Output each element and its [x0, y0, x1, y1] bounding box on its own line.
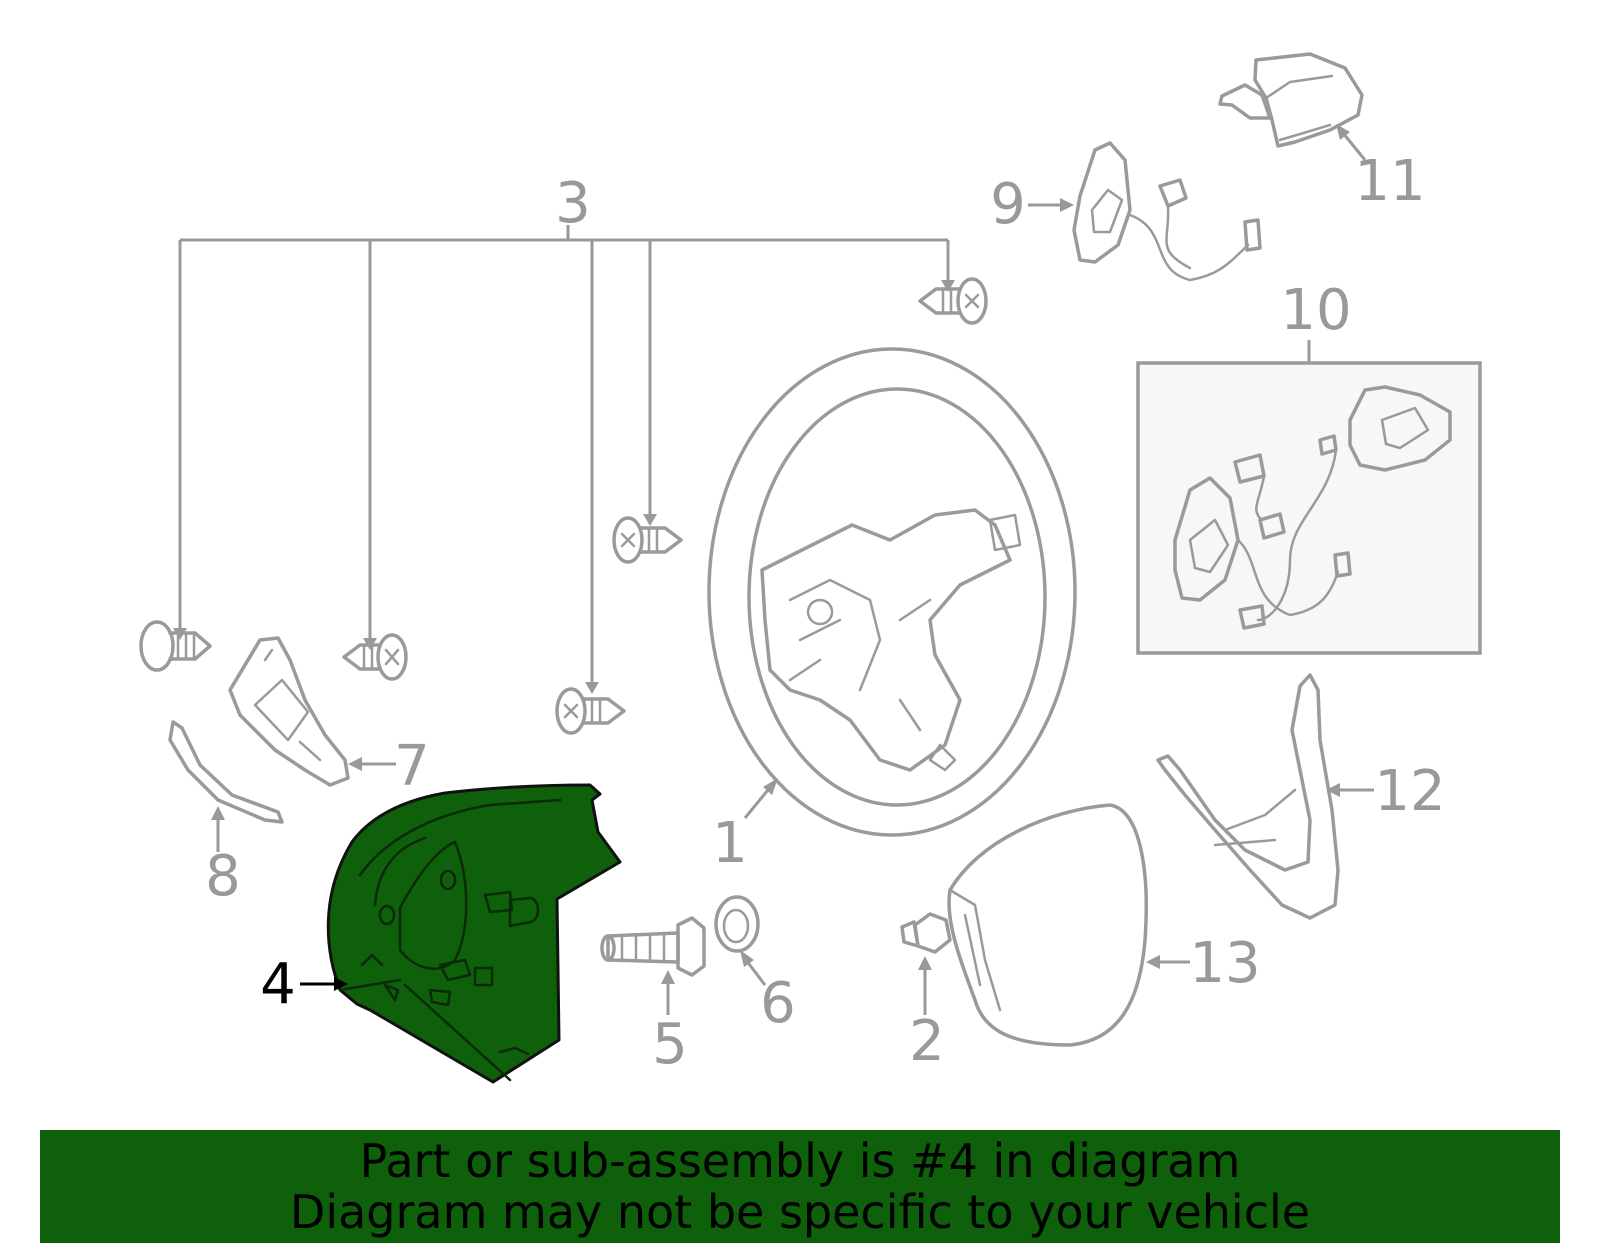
- banner-line-part-number: Part or sub-assembly is #4 in diagram: [359, 1134, 1241, 1188]
- bezel-part-12: [1156, 673, 1340, 920]
- callout-labels: 1 2 3 4 5 6 7 8 9 10 11 12 13: [205, 149, 1445, 1077]
- screw: [612, 516, 683, 564]
- info-banner: Part or sub-assembly is #4 in diagram Di…: [40, 1130, 1560, 1243]
- screw: [918, 277, 988, 325]
- callout-3: 3: [555, 171, 591, 236]
- callout-7: 7: [394, 734, 430, 799]
- callout-10: 10: [1280, 278, 1351, 343]
- switch-assembly-part-10: [1136, 340, 1482, 655]
- nut-part-2: [900, 912, 952, 954]
- screw: [139, 620, 212, 672]
- callout-9: 9: [990, 172, 1026, 237]
- highlighted-cover-part-4: [326, 783, 622, 1084]
- callout-6: 6: [760, 971, 796, 1036]
- callout-2: 2: [909, 1009, 945, 1074]
- steering-wheel-part-1: [707, 347, 1077, 837]
- screw-bracket-3: [173, 225, 955, 694]
- screw: [342, 633, 408, 681]
- trim-strip-part-8: [168, 720, 284, 824]
- switch-part-9: [1072, 141, 1262, 282]
- callout-13: 13: [1189, 931, 1260, 996]
- callout-1: 1: [712, 811, 748, 876]
- callout-11: 11: [1354, 149, 1425, 214]
- leader-arrows: [211, 124, 1374, 1015]
- washer-part-6: [714, 895, 760, 953]
- airbag-part-13: [947, 803, 1148, 1047]
- switch-cover-part-11: [1218, 52, 1364, 148]
- callout-8: 8: [205, 844, 241, 909]
- callout-12: 12: [1374, 759, 1445, 824]
- switch-cover-part-7: [228, 636, 350, 787]
- screw: [555, 687, 626, 735]
- callout-5: 5: [652, 1012, 688, 1077]
- bolt-part-5: [600, 916, 706, 977]
- banner-line-disclaimer: Diagram may not be specific to your vehi…: [289, 1185, 1311, 1239]
- callout-4: 4: [260, 952, 296, 1017]
